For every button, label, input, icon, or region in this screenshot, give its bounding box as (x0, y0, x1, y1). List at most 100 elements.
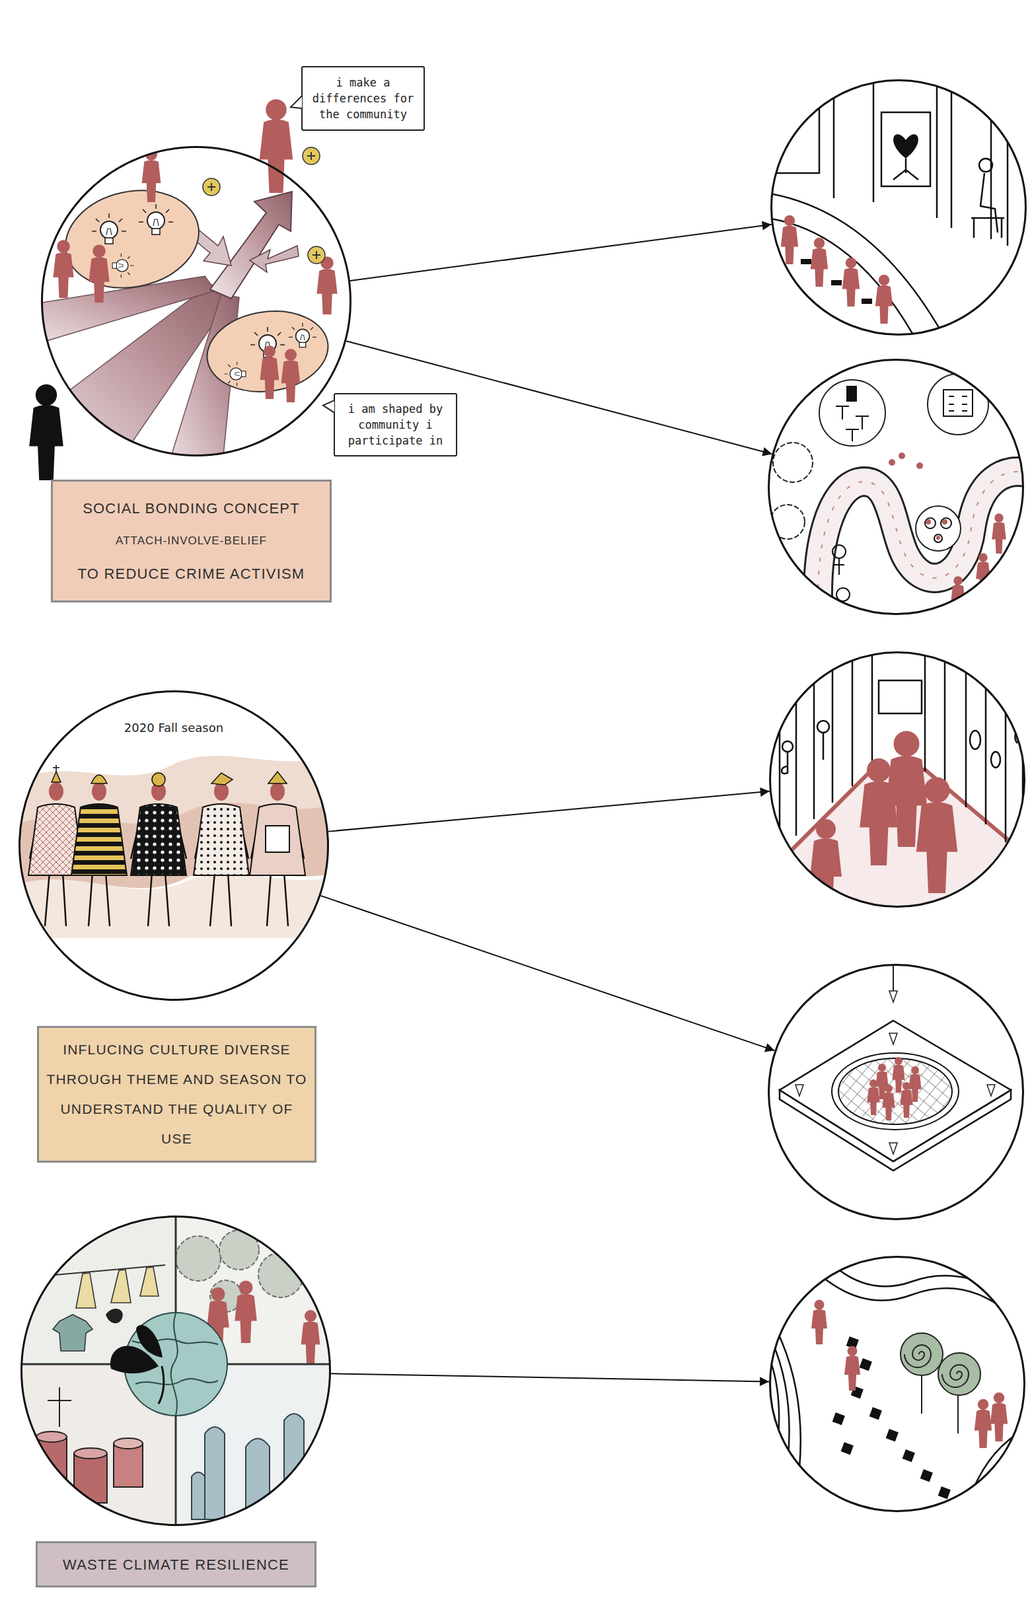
plaza-illustration-part (779, 1020, 1011, 1162)
bonding-outside-figures-part (302, 147, 320, 165)
gallery-illustration-part (810, 237, 828, 287)
culture-illustration-part (13, 873, 337, 939)
concept-circle (40, 146, 352, 457)
corridor-illustration-part-part (817, 720, 830, 733)
resilience-plan-illustration-part-part (938, 1353, 981, 1396)
resilience-plan-illustration-part (990, 1392, 1008, 1442)
plaza-illustration-part (795, 1084, 804, 1097)
bubble-tail (290, 95, 302, 109)
corridor-illustration (766, 650, 1031, 912)
park-plan-illustration-part-part (948, 396, 968, 411)
bonding-outside-figures-part (316, 256, 337, 315)
circle-outline (769, 360, 1024, 615)
corridor-illustration-part-part (878, 680, 922, 714)
bonding-illustration-part (112, 253, 134, 278)
gallery-illustration-part-part (979, 158, 993, 172)
park-plan-illustration-part-part (773, 442, 813, 483)
waste-illustration-part (105, 1308, 123, 1324)
waste-illustration-part-part (204, 1427, 225, 1520)
arrow-connector (350, 224, 772, 281)
season-caption: 2020 Fall season (18, 720, 330, 735)
concept-circle (20, 1215, 332, 1527)
bonding-illustration-part (288, 323, 317, 348)
culture-illustration-part-part (91, 782, 107, 801)
park-plan-illustration-part-part (770, 504, 805, 540)
resilience-plan-illustration-part (974, 1399, 992, 1449)
gallery-illustration (766, 72, 1008, 351)
resilience-plan-illustration-part-part (869, 1407, 883, 1420)
concept-label: WASTE CLIMATE RESILIENCE (35, 1541, 317, 1588)
resilience-plan-illustration-part-part (832, 1412, 846, 1426)
resilience-plan-illustration-part-part (766, 1361, 779, 1513)
text-holder: WASTE CLIMATE RESILIENCE (44, 1553, 308, 1576)
corridor-illustration-part (810, 819, 842, 909)
gallery-illustration-part (861, 298, 873, 304)
text-holder: i make a differences for the community (309, 74, 417, 123)
scene-circle (769, 651, 1026, 908)
park-plan-illustration-part-part (819, 379, 886, 446)
waste-illustration-part (301, 1310, 321, 1364)
arrow-connector (320, 895, 775, 1051)
label-text: TO REDUCE CRIME ACTIVISM (77, 562, 306, 585)
waste-illustration (20, 1215, 332, 1527)
culture-illustration-part-part (265, 825, 290, 853)
resilience-plan-illustration-part (811, 1300, 828, 1346)
park-plan-illustration-part-part (835, 406, 869, 442)
culture-illustration-part (52, 765, 60, 772)
gallery-illustration-part (779, 89, 805, 113)
resilience-plan-illustration-part-part (902, 1449, 916, 1463)
waste-illustration-part (36, 1387, 143, 1504)
culture-illustration-part-part (130, 804, 187, 876)
park-plan-illustration-part-part (924, 517, 936, 529)
circle-outline (40, 146, 352, 457)
resilience-plan-illustration-part-part (942, 1364, 969, 1388)
park-plan-illustration (770, 373, 1032, 628)
bonding-illustration-part (260, 345, 280, 400)
gallery-illustration-part (800, 258, 812, 265)
waste-illustration-part-part (47, 1387, 72, 1428)
park-plan-illustration-part-part (934, 534, 943, 543)
park-plan-illustration-part (991, 513, 1007, 554)
culture-illustration-part (48, 782, 285, 801)
culture-illustration-part-part (268, 771, 287, 784)
circle-outline (769, 651, 1026, 908)
bonding-outside-figures-part (29, 384, 64, 481)
park-plan-illustration-part (817, 471, 1032, 628)
culture-illustration-part (51, 771, 287, 787)
culture-illustration-part-part (193, 804, 250, 876)
gallery-illustration-part (893, 134, 919, 159)
waste-illustration-part (20, 1215, 332, 1527)
resilience-plan-illustration-part-part (984, 1446, 1031, 1513)
circle-outline (769, 965, 1024, 1220)
waste-illustration-part (136, 1325, 163, 1358)
waste-illustration-part-part (140, 1267, 159, 1297)
bonding-illustration-part (224, 362, 246, 386)
waste-illustration-part-part (113, 1443, 143, 1488)
park-plan-illustration-part-part (936, 535, 941, 540)
text-holder: INFLUCING CULTURE DIVERSE THROUGH THEME … (45, 1034, 308, 1155)
gallery-illustration-part (875, 274, 893, 324)
gallery-illustration-part-part (893, 158, 919, 180)
resilience-plan-illustration-part-part (938, 1486, 951, 1500)
park-plan-illustration-part-part (898, 452, 906, 460)
circle-outline (21, 1216, 331, 1526)
speech-text: i make a differences for the community (309, 74, 417, 123)
waste-illustration-part-part (284, 1413, 304, 1520)
gallery-illustration-part-part (766, 72, 820, 174)
park-plan-illustration-part-part (940, 517, 952, 529)
waste-illustration-part (52, 1314, 93, 1352)
waste-illustration-part (234, 1281, 258, 1344)
culture-illustration-part-part (151, 773, 166, 787)
waste-illustration-part-part (113, 1438, 143, 1449)
gallery-illustration-part (780, 215, 799, 265)
corridor-illustration-part (916, 777, 958, 894)
resilience-plan-illustration-part-part (859, 1358, 873, 1371)
park-plan-illustration-part (817, 471, 1032, 628)
waste-illustration-part (191, 1413, 304, 1520)
culture-illustration (13, 753, 337, 939)
waste-illustration-part-part (175, 1236, 221, 1282)
waste-illustration-part-part (191, 1472, 205, 1521)
